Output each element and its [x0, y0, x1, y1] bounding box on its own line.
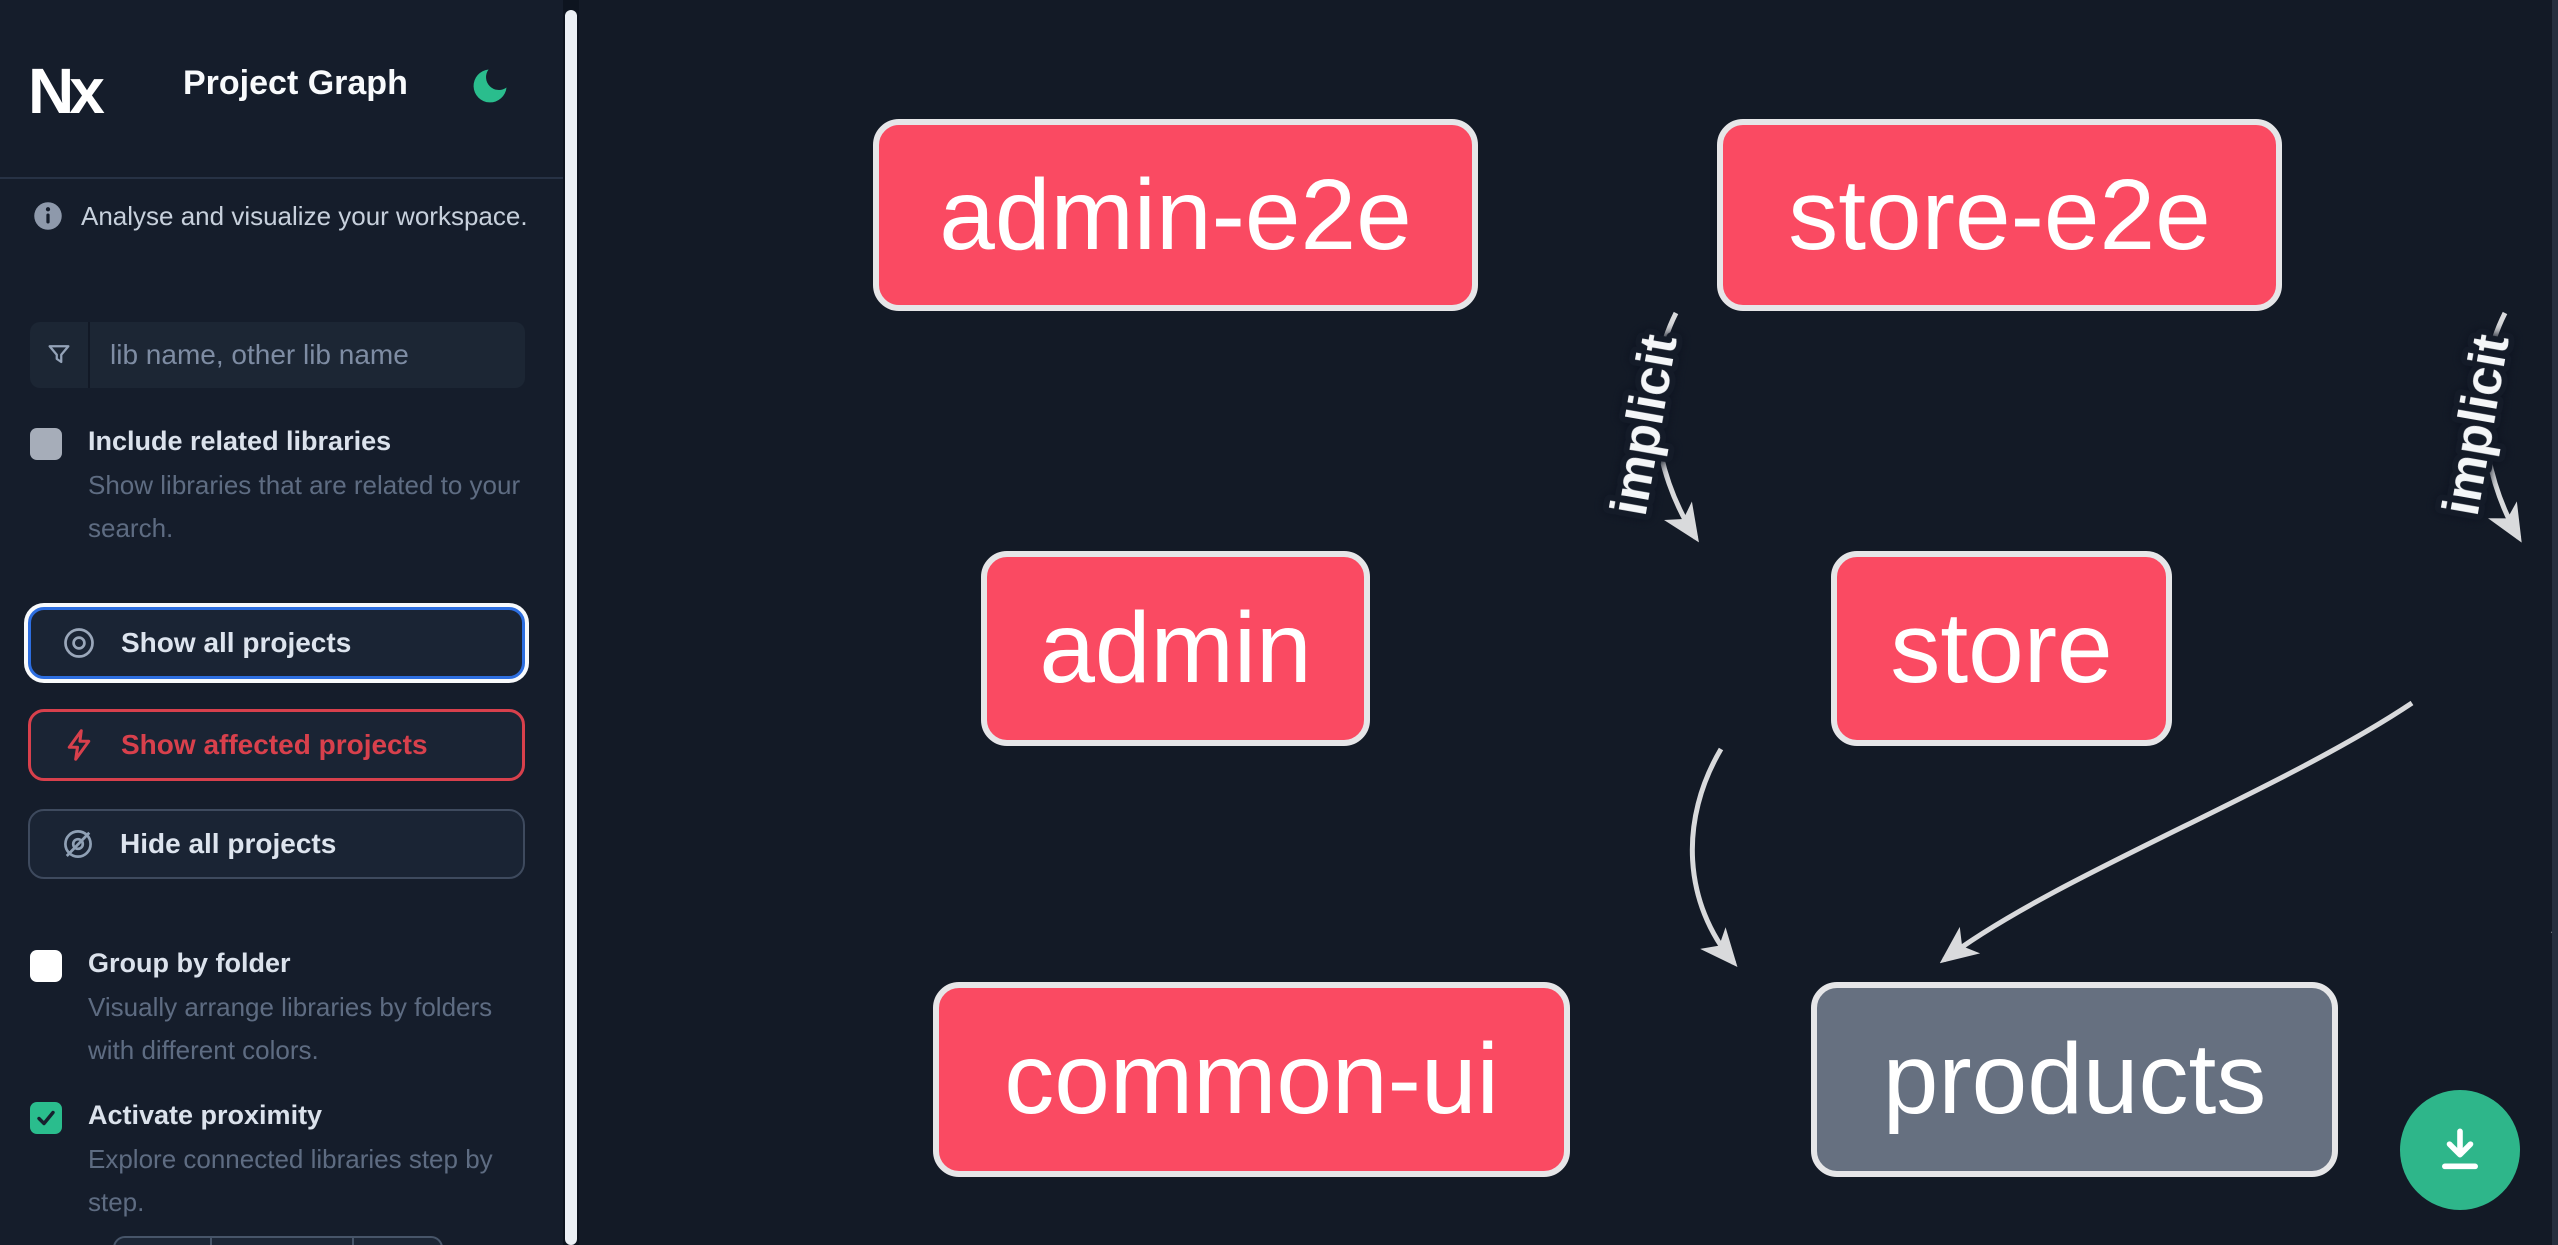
sidebar-header: Nx Project Graph: [0, 0, 563, 177]
checkbox-label: Include related libraries: [88, 426, 392, 456]
page-title: Project Graph: [183, 64, 408, 102]
node-products[interactable]: products: [1811, 982, 2338, 1177]
node-store-e2e[interactable]: store-e2e: [1717, 119, 2282, 311]
edge-label-implicit: implicit: [2432, 330, 2521, 519]
edge-store-e2e-store: [2481, 311, 2522, 543]
button-label: Show affected projects: [121, 729, 428, 760]
group-by-folder-text: Group by folder Visually arrange librari…: [88, 946, 523, 1072]
graph-canvas[interactable]: implicit implicit: [579, 0, 2558, 1245]
stepper-value: [212, 1238, 354, 1245]
group-by-folder-checkbox[interactable]: [30, 950, 62, 982]
include-related-checkbox[interactable]: [30, 428, 62, 460]
edge-store-common-ui: [1939, 700, 2414, 964]
sidebar-scrollbar-thumb[interactable]: [565, 10, 577, 1245]
sidebar-scrollbar-track[interactable]: [563, 0, 579, 1245]
edge-admin-common-ui: [1689, 747, 1738, 968]
group-by-folder-row: Group by folder Visually arrange librari…: [30, 946, 530, 1072]
download-icon: [2432, 1122, 2488, 1178]
theme-toggle-button[interactable]: [468, 64, 512, 108]
filter-icon: [30, 322, 90, 388]
nx-logo-text: Nx: [28, 55, 105, 127]
eye-icon: [61, 625, 97, 661]
show-affected-projects-button[interactable]: Show affected projects: [28, 709, 525, 781]
node-admin-e2e[interactable]: admin-e2e: [873, 119, 1478, 311]
workspace-tagline: Analyse and visualize your workspace.: [81, 201, 528, 231]
checkbox-description: Show libraries that are related to your …: [88, 470, 521, 543]
proximity-stepper[interactable]: [113, 1236, 443, 1245]
moon-icon: [468, 69, 512, 112]
node-admin[interactable]: admin: [981, 551, 1370, 746]
edge-admin-e2e-admin: [1652, 311, 1699, 543]
activate-proximity-row: Activate proximity Explore connected lib…: [30, 1098, 530, 1224]
node-store[interactable]: store: [1831, 551, 2172, 746]
node-common-ui[interactable]: common-ui: [933, 982, 1570, 1177]
sidebar: Nx Project Graph Analyse and visualize y…: [0, 0, 563, 1245]
search-input[interactable]: [90, 322, 525, 388]
info-icon: [33, 201, 63, 231]
edge-label-implicit: implicit: [1600, 330, 1689, 519]
graph-edges: [1652, 311, 2558, 968]
check-icon: [34, 1106, 58, 1130]
button-label: Show all projects: [121, 627, 352, 658]
checkbox-description: Visually arrange libraries by folders wi…: [88, 992, 493, 1065]
workspace-tagline-row: Analyse and visualize your workspace.: [33, 200, 543, 232]
hide-all-projects-button[interactable]: Hide all projects: [28, 809, 525, 879]
lightning-bolt-icon: [61, 727, 97, 763]
checkbox-label: Activate proximity: [88, 1100, 323, 1130]
button-label: Hide all projects: [120, 828, 337, 859]
activate-proximity-checkbox[interactable]: [30, 1102, 62, 1134]
save-image-button[interactable]: [2400, 1090, 2520, 1210]
stepper-decrement[interactable]: [115, 1238, 212, 1245]
nx-logo: Nx: [28, 48, 118, 134]
graph-edge-labels: implicit implicit: [1594, 324, 2527, 525]
include-related-row: Include related libraries Show libraries…: [30, 424, 530, 550]
activate-proximity-text: Activate proximity Explore connected lib…: [88, 1098, 523, 1224]
show-all-projects-button[interactable]: Show all projects: [28, 607, 525, 679]
eye-off-icon: [60, 826, 96, 862]
header-divider: [0, 177, 563, 179]
checkbox-description: Explore connected libraries step by step…: [88, 1144, 493, 1217]
page-scrollbar-track[interactable]: [2552, 0, 2558, 1245]
search-box: [30, 322, 525, 388]
checkbox-label: Group by folder: [88, 948, 291, 978]
include-related-text: Include related libraries Show libraries…: [88, 424, 523, 550]
stepper-increment[interactable]: [354, 1238, 440, 1245]
